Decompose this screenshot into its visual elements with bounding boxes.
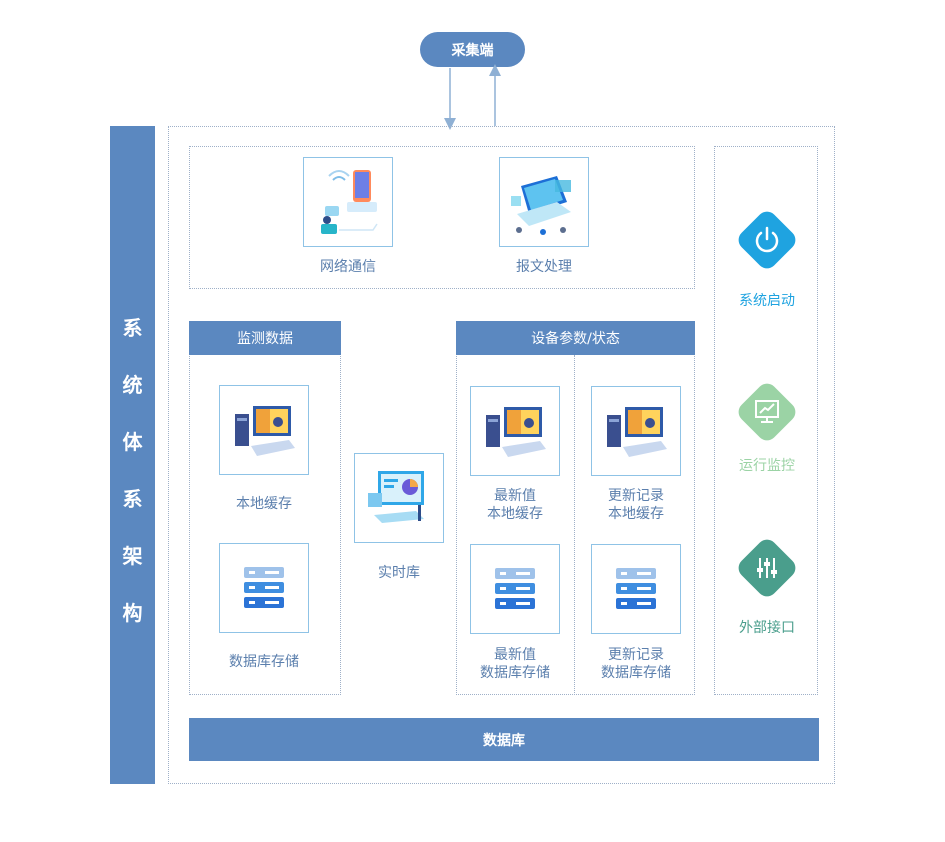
collector-node: 采集端 xyxy=(420,32,525,67)
function-column xyxy=(714,146,818,695)
dashboard-illustration-icon xyxy=(368,471,424,523)
server-stack-icon xyxy=(616,568,656,609)
message-illustration-icon xyxy=(511,176,571,235)
network-illustration-icon xyxy=(321,170,378,234)
realtime-label: 实时库 xyxy=(378,565,420,581)
network-label: 网络通信 xyxy=(320,259,376,275)
computer-icon xyxy=(235,406,295,456)
message-label: 报文处理 xyxy=(516,259,572,275)
device-update-local-label: 更新记录 本地缓存 xyxy=(586,487,686,523)
system-start-label: 系统启动 xyxy=(739,293,795,309)
database-label: 数据库 xyxy=(483,732,525,749)
title-char: 构 xyxy=(122,601,143,625)
device-update-db-card xyxy=(591,544,681,634)
sliders-icon xyxy=(757,558,777,578)
database-bar: 数据库 xyxy=(189,718,819,761)
run-monitor-label: 运行监控 xyxy=(739,458,795,474)
monitor-db-storage-label: 数据库存储 xyxy=(229,654,299,670)
monitor-db-storage-card xyxy=(219,543,309,633)
run-monitor-node xyxy=(734,379,800,445)
computer-icon xyxy=(607,407,667,457)
monitor-local-cache-card xyxy=(219,385,309,475)
collector-arrows xyxy=(444,64,501,130)
label-line: 数据库存储 xyxy=(601,665,671,681)
external-interface-label: 外部接口 xyxy=(739,620,795,636)
device-latest-db-card xyxy=(470,544,560,634)
monitor-header: 监测数据 xyxy=(189,321,341,355)
device-update-local-card xyxy=(591,386,681,476)
device-column-divider xyxy=(574,355,575,695)
title-char: 统 xyxy=(122,373,143,397)
power-icon xyxy=(755,226,779,253)
device-latest-local-label: 最新值 本地缓存 xyxy=(465,487,565,523)
architecture-side-bar xyxy=(110,126,155,784)
server-stack-icon xyxy=(244,567,284,608)
device-latest-local-card xyxy=(470,386,560,476)
device-update-db-label: 更新记录 数据库存储 xyxy=(581,646,691,682)
external-interface-node xyxy=(734,535,800,601)
title-char: 系 xyxy=(122,316,143,340)
monitor-header-label: 监测数据 xyxy=(237,331,293,347)
label-line: 最新值 xyxy=(494,488,536,504)
system-frame xyxy=(168,126,835,784)
label-line: 更新记录 xyxy=(608,647,664,663)
computer-icon xyxy=(486,407,546,457)
device-header-label: 设备参数/状态 xyxy=(531,331,620,347)
system-start-node xyxy=(734,207,800,273)
server-stack-icon xyxy=(495,568,535,609)
monitor-local-cache-label: 本地缓存 xyxy=(236,496,292,512)
label-line: 本地缓存 xyxy=(608,506,664,522)
network-card xyxy=(303,157,393,247)
label-line: 更新记录 xyxy=(608,488,664,504)
realtime-card xyxy=(354,453,444,543)
device-latest-db-label: 最新值 数据库存储 xyxy=(460,646,570,682)
title-char: 体 xyxy=(122,430,143,454)
label-line: 数据库存储 xyxy=(480,665,550,681)
title-char: 架 xyxy=(122,544,143,568)
title-char: 系 xyxy=(122,487,143,511)
label-line: 最新值 xyxy=(494,647,536,663)
message-card xyxy=(499,157,589,247)
architecture-title: 系 统 体 系 架 构 xyxy=(110,300,155,642)
communication-area xyxy=(189,146,695,289)
collector-label: 采集端 xyxy=(451,42,494,59)
device-header: 设备参数/状态 xyxy=(456,321,695,355)
label-line: 本地缓存 xyxy=(487,506,543,522)
monitor-screen-icon xyxy=(755,400,779,423)
